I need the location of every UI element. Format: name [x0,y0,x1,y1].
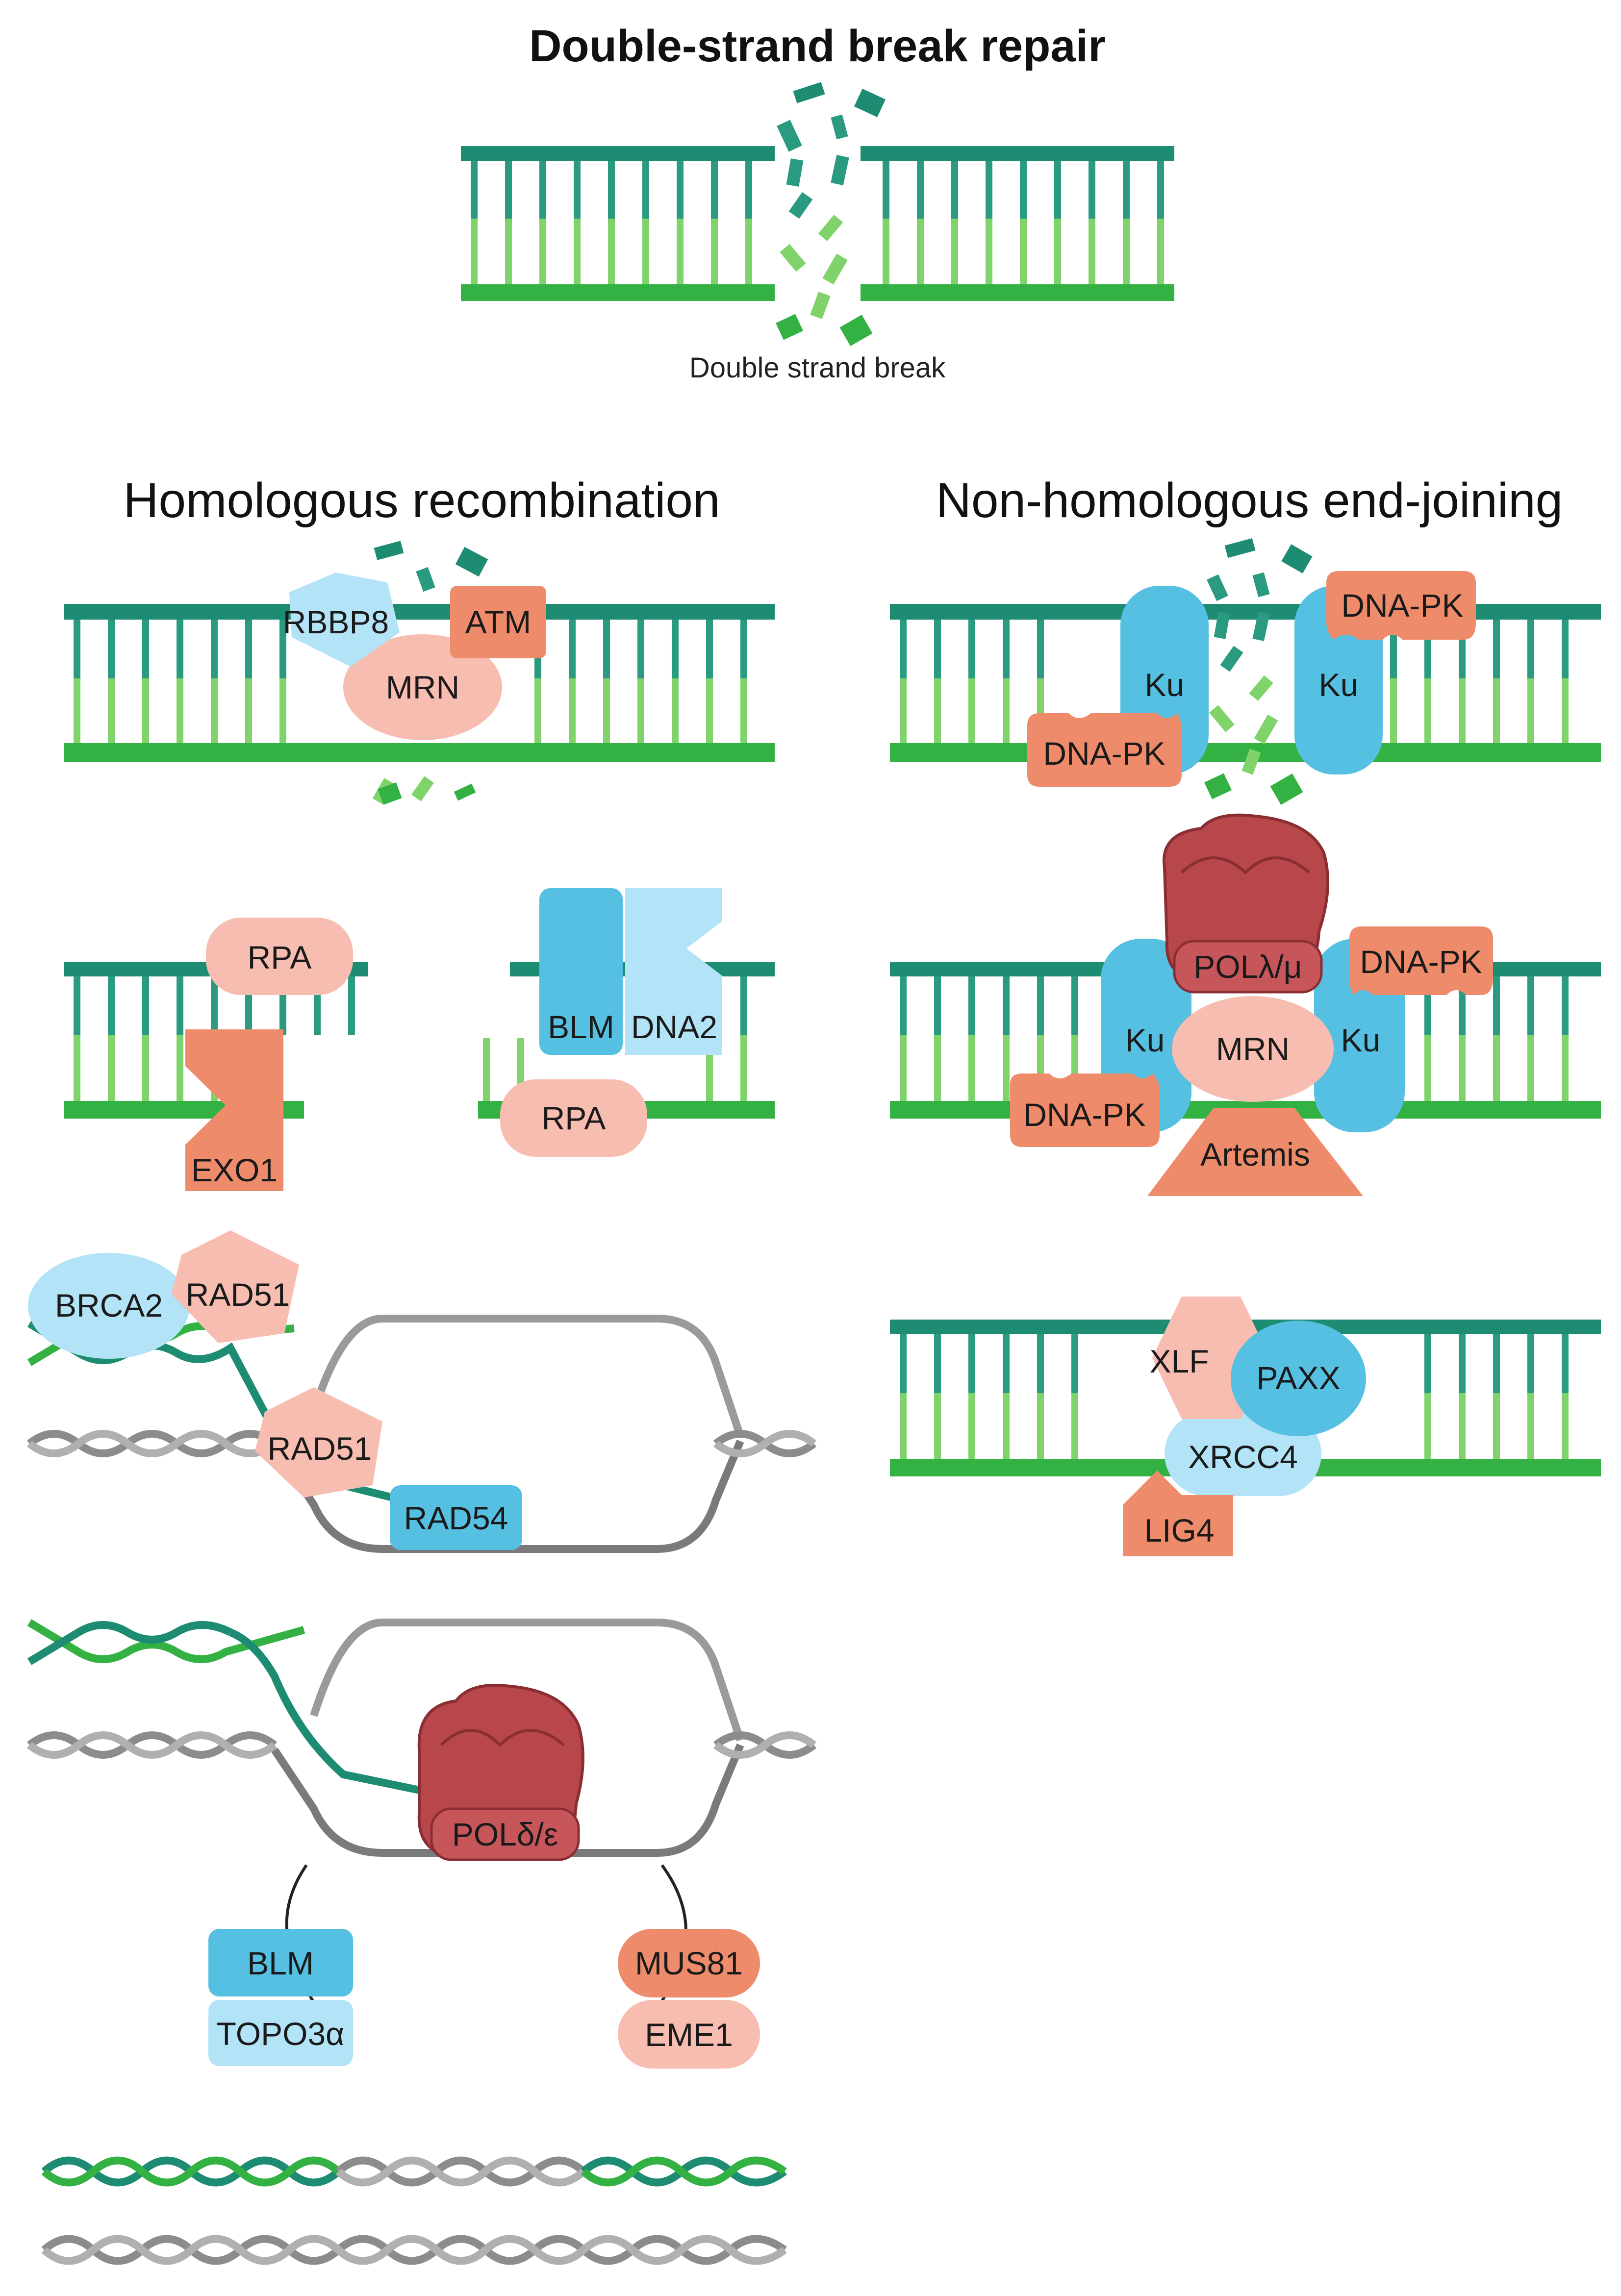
dna-pk-protein-left-step2: DNA-PK [1010,1073,1160,1147]
rpa-protein-left: RPA [206,918,353,995]
pol-delta-epsilon-polymerase: POLδ/ε [417,1684,584,1861]
nhej-step1-rungs [900,620,1569,743]
rad51-label-bottom: RAD51 [268,1430,372,1467]
blm-label-resection: BLM [548,1009,614,1045]
break-dna-right [861,146,1174,301]
xrcc4-label: XRCC4 [1188,1439,1298,1475]
dna2-label: DNA2 [631,1009,717,1045]
dna-pk-protein-left-step1: DNA-PK [1027,713,1182,787]
dna-pk-label-right-step1: DNA-PK [1341,587,1463,624]
repaired-helix-bottom [41,2235,787,2265]
topo3a-label: TOPO3α [217,2016,345,2052]
mus81-protein: MUS81 [618,1929,760,1997]
repaired-helix-top [41,2156,787,2187]
topo3a-protein: TOPO3α [208,2000,353,2066]
nhej-step1-fragments [1204,538,1313,805]
dna-pk-protein-right-step1: DNA-PK [1326,571,1476,640]
mrn-complex-hr: MRN [343,634,502,740]
dna-pk-label-left-step1: DNA-PK [1043,735,1165,772]
nhej-step1-dna [890,538,1601,805]
hr-section-title: Homologous recombination [123,473,720,528]
ku-label-right-step1: Ku [1319,667,1359,703]
break-dna-left-rungs [471,161,752,284]
lig4-protein: LIG4 [1123,1471,1233,1556]
rpa-label-left: RPA [248,939,312,975]
ku-label-right-step2: Ku [1341,1022,1381,1058]
blm-protein-resolution: BLM [208,1929,353,1997]
atm-label: ATM [465,604,531,640]
rad51-protein-bottom: RAD51 [255,1387,382,1497]
rpa-protein-right: RPA [500,1079,647,1157]
ku-label-left-step1: Ku [1145,667,1185,703]
hr-step1-fragments [372,541,488,805]
nhej-section-title: Non-homologous end-joining [936,473,1563,528]
break-fragments [776,82,886,347]
exo1-protein: EXO1 [185,1029,283,1191]
pol-lambda-label: POLλ/μ [1193,948,1302,985]
break-dna-right-rungs [883,161,1164,284]
blm-label-resolution: BLM [247,1945,314,1981]
paxx-label: PAXX [1256,1360,1340,1396]
exo1-label: EXO1 [191,1152,278,1188]
mrn-label-nhej: MRN [1216,1031,1290,1067]
atm-protein: ATM [450,586,546,658]
mrn-label-hr: MRN [386,669,459,705]
rbbp8-protein: RBBP8 [283,573,400,667]
hr-step4-helices [27,1619,816,1857]
brca2-protein: BRCA2 [28,1253,190,1359]
brca2-label: BRCA2 [55,1287,163,1323]
xlf-label: XLF [1149,1343,1209,1379]
rad54-protein: RAD54 [390,1485,522,1550]
mus81-label: MUS81 [635,1945,743,1981]
break-caption: Double strand break [689,352,946,384]
rad54-label: RAD54 [404,1500,508,1536]
break-dna-left [461,146,775,301]
dna-pk-label-left-step2: DNA-PK [1023,1097,1145,1133]
eme1-protein: EME1 [618,2000,760,2069]
rad51-protein-top: RAD51 [172,1230,299,1343]
diagram-title: Double-strand break repair [529,21,1106,71]
artemis-label: Artemis [1200,1136,1310,1173]
ku-label-left-step2: Ku [1125,1022,1165,1058]
artemis-protein: Artemis [1147,1108,1363,1196]
dna2-protein: DNA2 [625,888,722,1055]
rbbp8-label: RBBP8 [283,604,389,640]
nhej-step3-rungs [900,1334,1569,1459]
dna-pk-label-right-step2: DNA-PK [1360,944,1482,980]
blm-protein-resection: BLM [539,888,623,1055]
hr-step1-rungs [74,620,747,743]
rad51-label-top: RAD51 [186,1276,290,1313]
eme1-label: EME1 [645,2017,733,2053]
pol-delta-label: POLδ/ε [452,1816,558,1852]
pol-lambda-mu-polymerase: POLλ/μ [1162,813,1329,994]
hr-step1-dna [64,541,775,805]
rpa-label-right: RPA [542,1100,606,1136]
mrn-complex-nhej: MRN [1172,996,1334,1102]
lig4-label: LIG4 [1144,1512,1214,1548]
paxx-protein: PAXX [1231,1321,1366,1436]
dna-pk-protein-right-step2: DNA-PK [1349,926,1493,995]
